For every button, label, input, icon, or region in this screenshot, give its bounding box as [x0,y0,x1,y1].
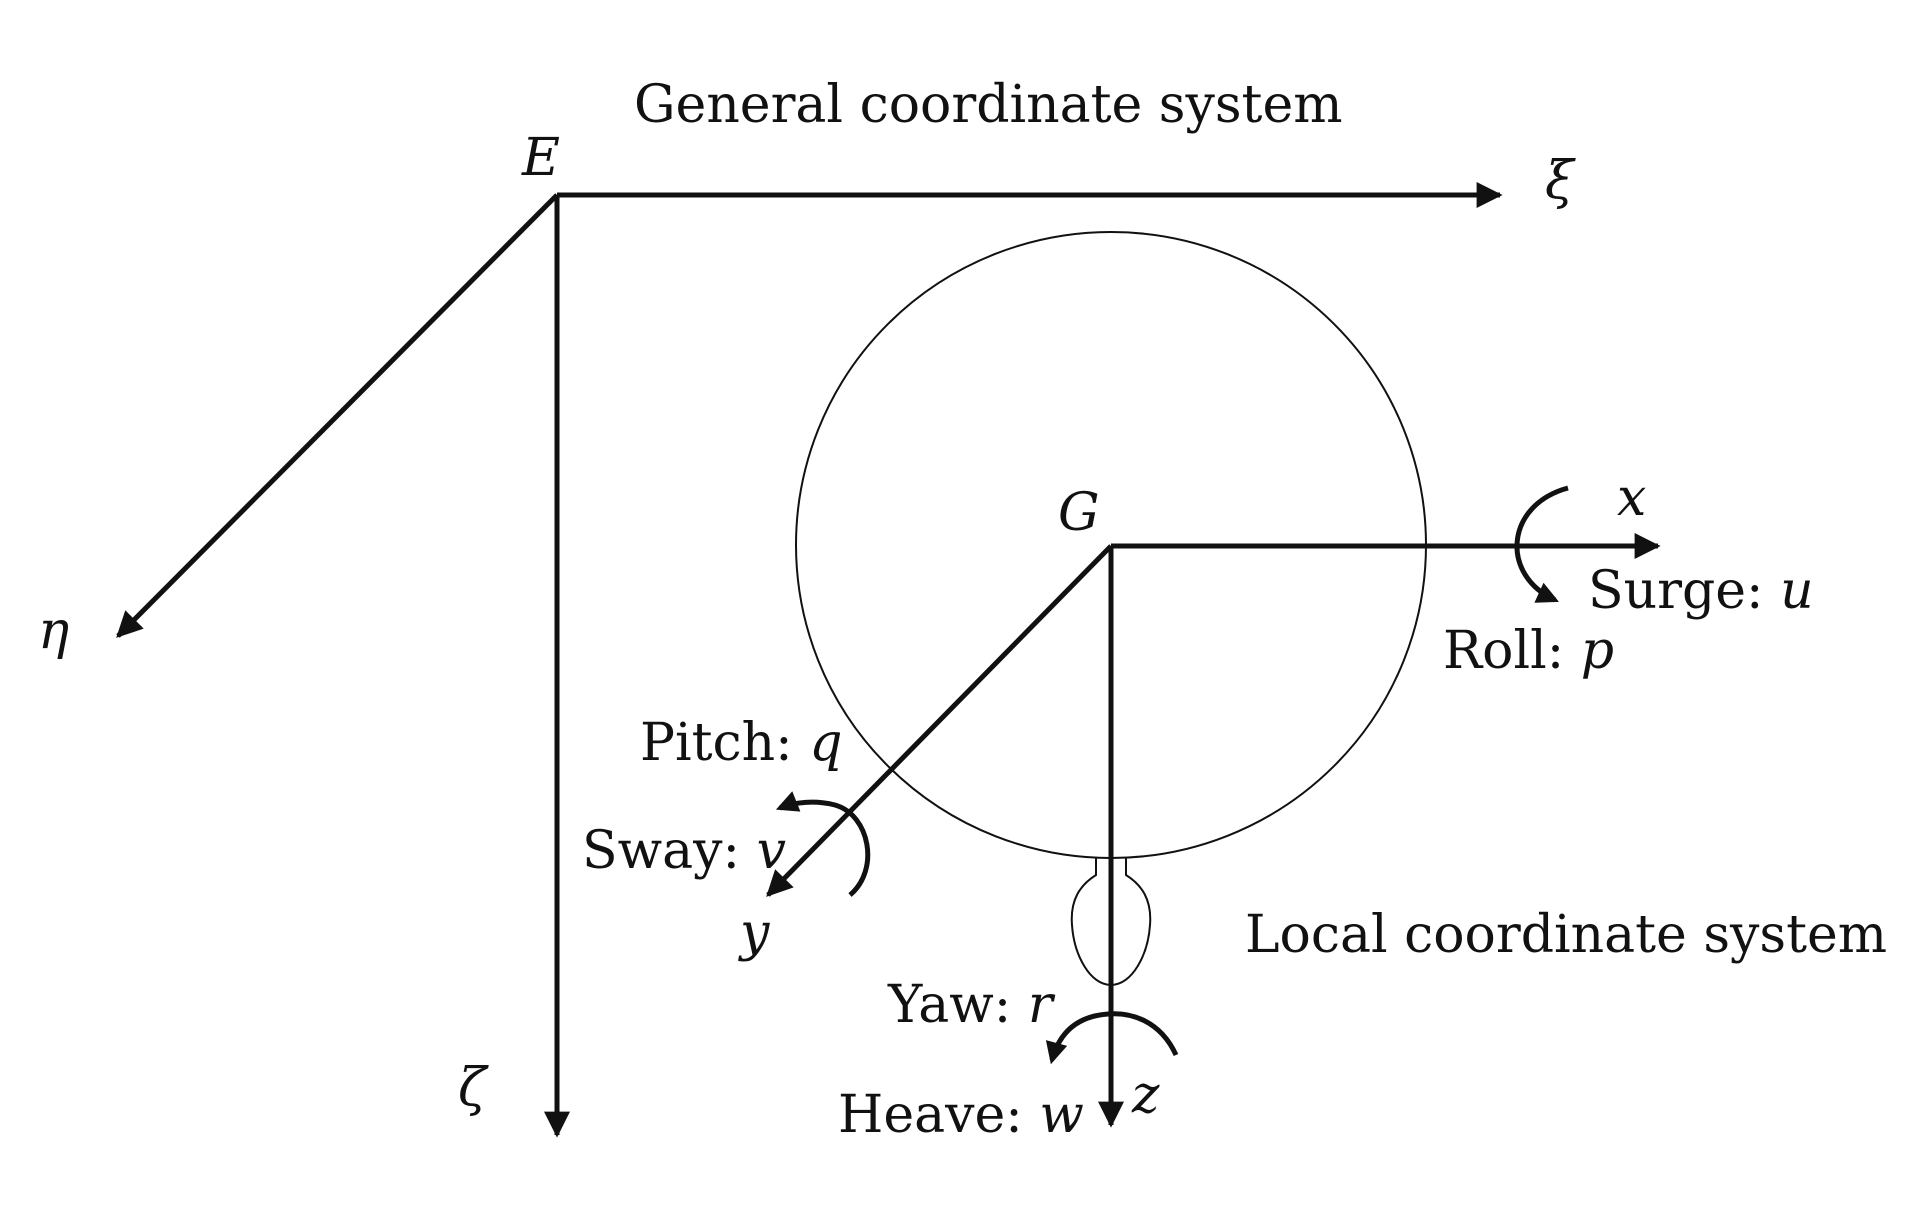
keel-shape [1070,858,1152,987]
x-axis-label: x [1617,468,1646,528]
heave-label: Heave: w [838,1085,1084,1145]
eta-axis [116,193,559,638]
y-axis [766,544,1113,897]
origin-g-label: G [1058,483,1100,543]
xi-axis-label: ξ [1545,151,1576,211]
zeta-axis-label: ζ [458,1058,489,1118]
eta-axis-label: η [38,601,69,661]
origin-e-label: E [521,128,560,188]
yaw-rotation-arrow [1045,1011,1179,1065]
roll-label: Roll: p [1443,621,1614,681]
surge-label: Surge: u [1588,561,1814,621]
sway-label: Sway: v [582,821,786,881]
y-axis-label: y [738,903,770,963]
general-system-title: General coordinate system [634,75,1343,135]
pitch-rotation-arrow [775,791,871,897]
pitch-label: Pitch: q [640,713,842,773]
roll-rotation-arrow [1514,485,1569,603]
yaw-label: Yaw: r [887,975,1056,1035]
z-axis-label: z [1131,1065,1160,1125]
local-system-title: Local coordinate system [1245,905,1887,965]
